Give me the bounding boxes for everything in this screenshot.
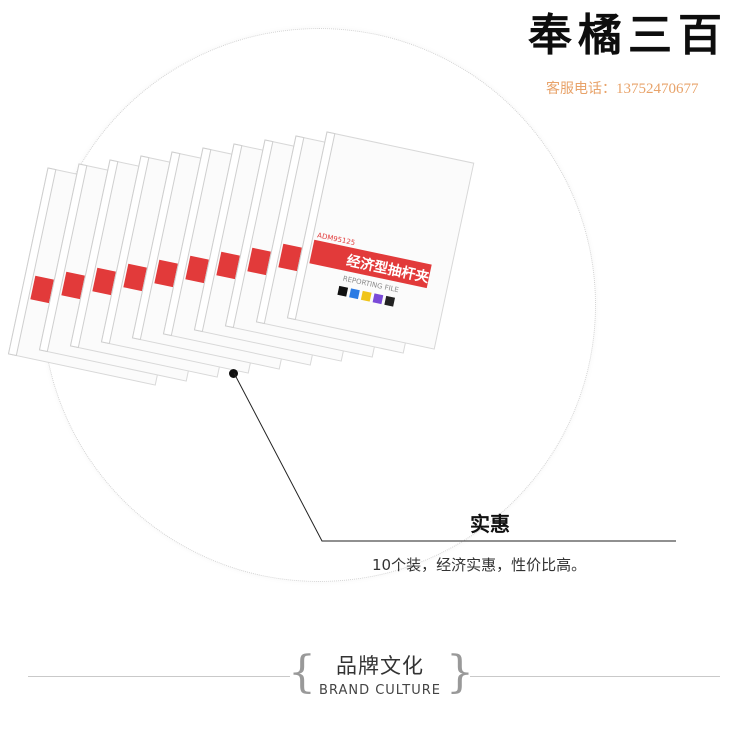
right-brace-ornament: } bbox=[446, 647, 474, 698]
folder-color-chip bbox=[384, 295, 396, 307]
callout-dot bbox=[229, 369, 238, 378]
customer-hotline: 客服电话：13752470677 bbox=[546, 78, 699, 98]
divider-left bbox=[28, 676, 290, 677]
folder-color-chip bbox=[349, 288, 360, 300]
folder-color-chip bbox=[360, 290, 372, 302]
brand-culture-title: 品牌文化 bbox=[336, 654, 424, 678]
hotline-number: 13752470677 bbox=[616, 81, 699, 97]
brand-culture-subtitle: BRAND CULTURE bbox=[319, 683, 441, 698]
folder-color-chip bbox=[372, 293, 384, 305]
divider-right bbox=[470, 676, 720, 677]
feature-title: 实惠 bbox=[470, 512, 510, 536]
hotline-label: 客服电话： bbox=[546, 81, 616, 97]
feature-description: 10个装，经济实惠，性价比高。 bbox=[372, 556, 587, 574]
left-brace-ornament: { bbox=[288, 647, 316, 698]
shop-name: 奉橘三百 bbox=[528, 10, 728, 61]
folder-color-chip bbox=[337, 285, 349, 297]
